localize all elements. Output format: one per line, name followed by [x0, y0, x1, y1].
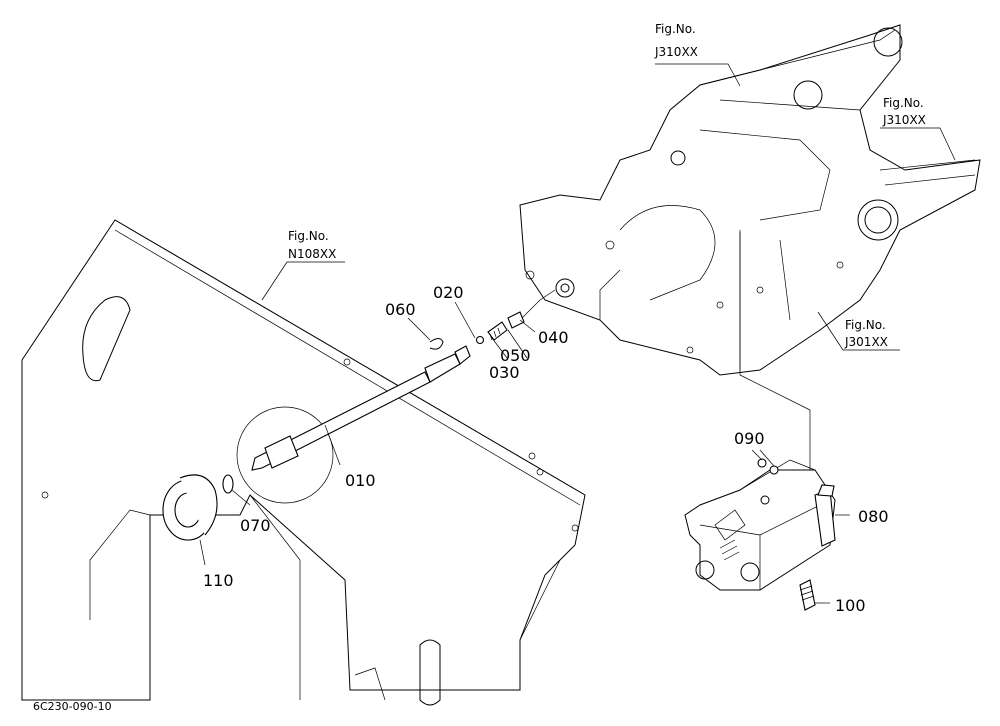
part-label-050: 050 [500, 346, 531, 365]
fig-ref-left-number: N108XX [288, 247, 336, 261]
part-label-090: 090 [734, 429, 765, 448]
part-label-010: 010 [345, 471, 376, 490]
part-label-080: 080 [858, 507, 889, 526]
drawing-code: 6C230-090-10 [33, 700, 112, 713]
fig-ref-top-title: Fig.No. [655, 22, 696, 36]
hydraulic-housing-drawing [519, 24, 981, 376]
fig-ref-top-number: J310XX [654, 45, 698, 59]
part-label-100: 100 [835, 596, 866, 615]
fig-ref-bottom-title: Fig.No. [845, 318, 886, 332]
part-label-060: 060 [385, 300, 416, 319]
part-label-030: 030 [489, 363, 520, 382]
part-label-070: 070 [240, 516, 271, 535]
fig-ref-bottom-number: J301XX [844, 335, 888, 349]
part-label-110: 110 [203, 571, 234, 590]
part-label-040: 040 [538, 328, 569, 347]
leader-lines [199, 63, 956, 604]
part-label-020: 020 [433, 283, 464, 302]
fig-ref-right-title: Fig.No. [883, 96, 924, 110]
shaft-assembly-drawing [162, 311, 525, 541]
fig-ref-left-title: Fig.No. [288, 229, 329, 243]
valve-body-drawing [684, 458, 836, 611]
fig-ref-right-number: J310XX [882, 113, 926, 127]
side-panel-drawing [21, 219, 586, 706]
